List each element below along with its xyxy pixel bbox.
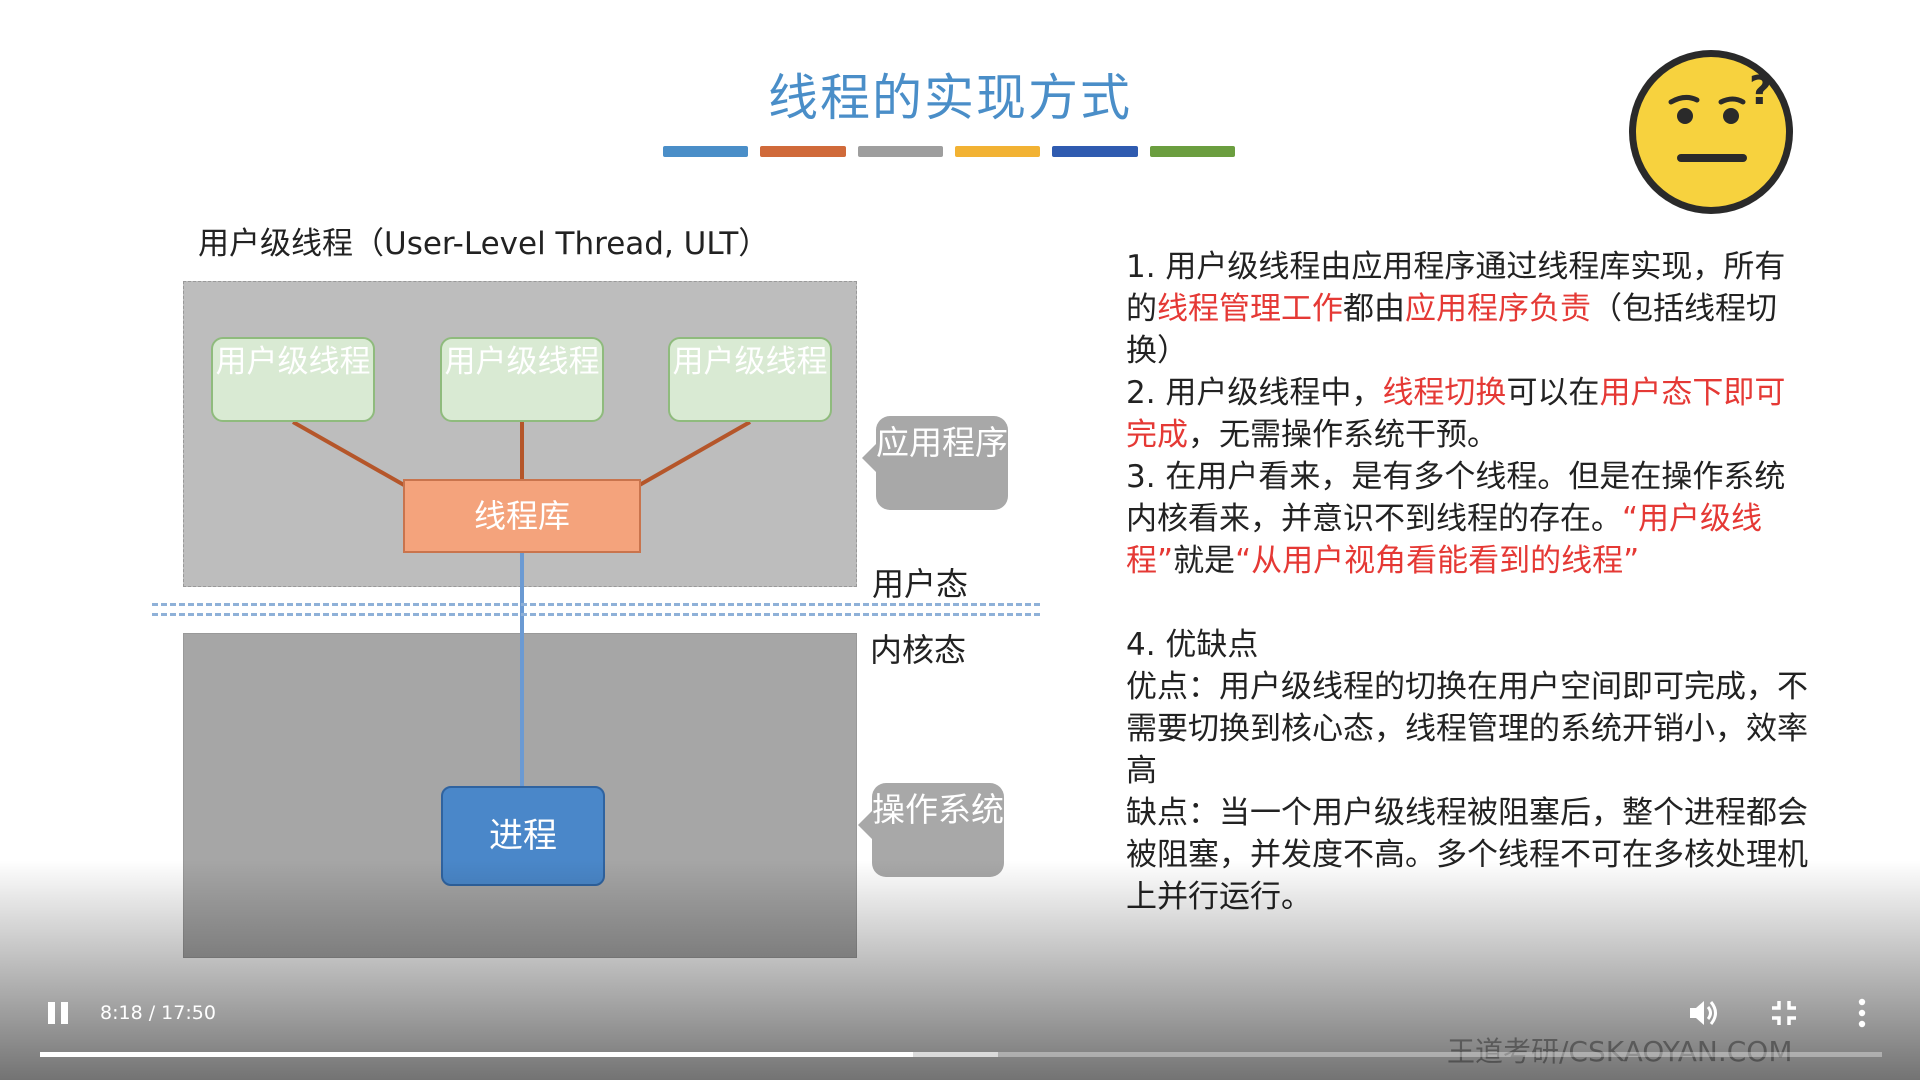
explanation-text: 1. 用户级线程由应用程序通过线程库实现，所有的线程管理工作都由应用程序负责（包…	[1126, 246, 1816, 918]
watermark: 王道考研/CSKAOYAN.COM	[1447, 1035, 1793, 1068]
color-bar	[1052, 146, 1138, 157]
progress-played	[40, 1052, 914, 1057]
volume-icon	[1690, 1001, 1717, 1025]
highlight-text: 应用程序负责	[1405, 291, 1591, 327]
user-thread-box: 用户级线程	[211, 337, 375, 422]
volume-button[interactable]	[1686, 996, 1720, 1030]
exit-fullscreen-button[interactable]	[1769, 998, 1799, 1028]
text-span: ，无需操作系统干预。	[1188, 417, 1498, 453]
user-mode-label: 用户态	[872, 565, 969, 603]
callout-os-label: 操作系统	[872, 790, 1004, 829]
highlight-text: 线程管理工作	[1157, 291, 1343, 327]
user-thread-label: 用户级线程	[215, 344, 371, 380]
text-span: 1. 用户级线程由应用程序通过线程库实现，所有的	[1126, 249, 1786, 327]
color-bar	[663, 146, 749, 157]
title-color-bars	[663, 146, 1235, 158]
text-span: 2. 用户级线程中，	[1126, 375, 1383, 411]
user-thread-box: 用户级线程	[440, 337, 604, 422]
callout-application-label: 应用程序	[876, 423, 1008, 462]
svg-text:?: ?	[1749, 68, 1772, 114]
point-4-title: 4. 优缺点	[1126, 627, 1259, 663]
color-bar	[857, 146, 943, 157]
color-bar	[954, 146, 1041, 157]
point-2: 2. 用户级线程中，线程切换可以在用户态下即可完成，无需操作系统干预。	[1126, 372, 1816, 456]
highlight-text: 用户态下即可完成	[1126, 375, 1786, 453]
highlight-text: “用户级线程”	[1126, 501, 1763, 579]
callout-application: 应用程序	[862, 416, 1008, 510]
user-thread-label: 用户级线程	[672, 344, 828, 380]
text-span: （包括线程切换）	[1126, 291, 1777, 369]
kernel-mode-label: 内核态	[870, 631, 967, 669]
mode-divider-line	[152, 603, 1040, 606]
more-options-button[interactable]	[1852, 996, 1872, 1030]
mode-divider-line	[152, 613, 1040, 616]
point-3: 3. 在用户看来，是有多个线程。但是在操作系统内核看来，并意识不到线程的存在。“…	[1126, 456, 1816, 582]
point-1: 1. 用户级线程由应用程序通过线程库实现，所有的线程管理工作都由应用程序负责（包…	[1126, 246, 1816, 372]
color-bar	[1149, 146, 1235, 157]
exit-fullscreen-icon	[1772, 1001, 1796, 1025]
highlight-text: “从用户视角看能看到的线程”	[1235, 543, 1640, 579]
more-vertical-icon	[1858, 998, 1866, 1028]
time-display: 8:18 / 17:50	[100, 1002, 216, 1024]
slide-title: 线程的实现方式	[768, 69, 1132, 127]
pause-icon	[48, 1002, 68, 1024]
pause-button[interactable]	[44, 1000, 72, 1026]
controls-overlay	[0, 860, 1920, 1080]
user-thread-box: 用户级线程	[668, 337, 832, 422]
pros-text: 优点：用户级线程的切换在用户空间即可完成，不需要切换到核心态，线程管理的系统开销…	[1126, 669, 1808, 789]
progress-bar[interactable]	[40, 1052, 1882, 1057]
color-bar	[760, 146, 846, 157]
text-span: 3. 在用户看来，是有多个线程。但是在操作系统内核看来，并意识不到线程的存在。	[1126, 459, 1786, 537]
thread-library-box: 线程库	[403, 479, 641, 553]
user-thread-label: 用户级线程	[444, 344, 600, 380]
section-label: 用户级线程（User-Level Thread, ULT）	[198, 226, 770, 262]
text-span: 就是	[1173, 543, 1236, 579]
highlight-text: 线程切换	[1382, 375, 1507, 411]
text-span: 可以在	[1506, 375, 1600, 411]
confused-face-icon: ?	[1629, 50, 1793, 214]
text-span: 都由	[1343, 291, 1405, 327]
